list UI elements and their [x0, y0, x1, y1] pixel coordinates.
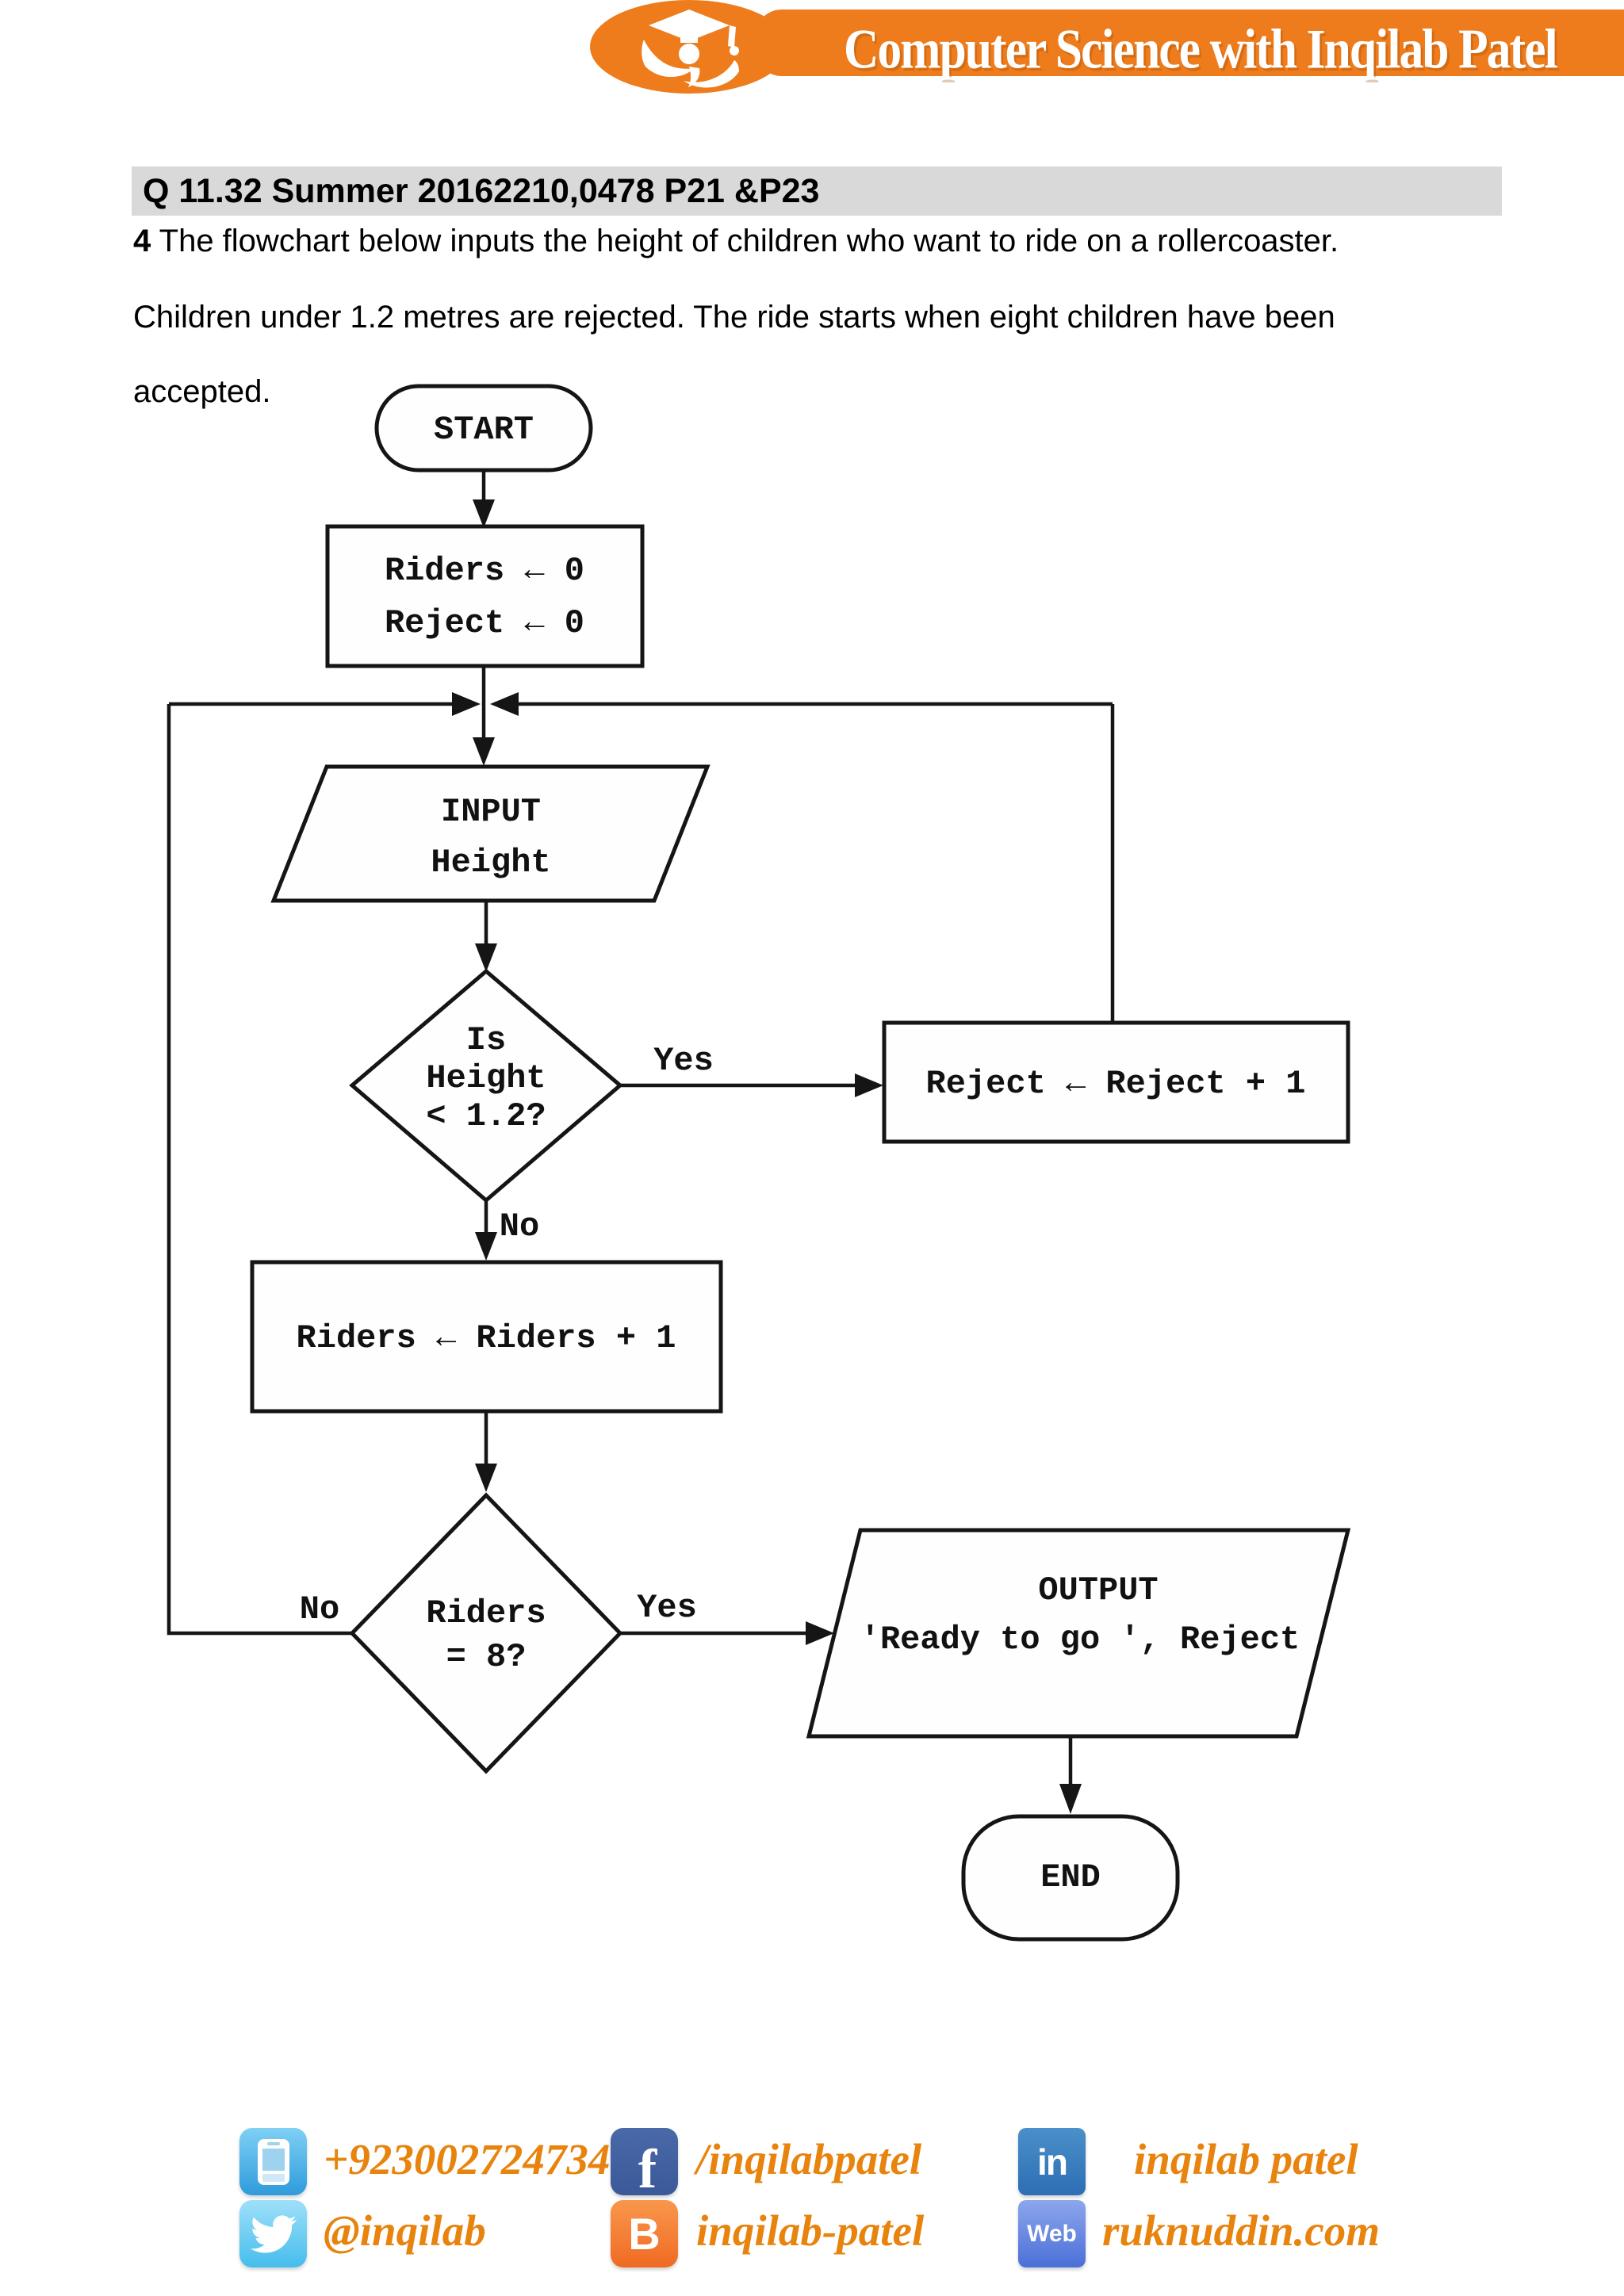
output-line-2: 'Ready to go ', Reject: [860, 1621, 1300, 1659]
decision2-yes-label: Yes: [637, 1589, 697, 1627]
arrowhead-into-reject: [855, 1073, 883, 1097]
arrowhead-into-decision2: [475, 1464, 497, 1492]
input-parallelogram: [270, 764, 710, 903]
decision2-no-label: No: [300, 1590, 339, 1628]
flowchart: START Riders ← 0 Reject ← 0 INPUT Height…: [167, 384, 1351, 1942]
input-line-1: INPUT: [441, 793, 541, 831]
question-heading: Q 11.32 Summer 20162210,0478 P21 &P23: [132, 166, 1502, 216]
init-line-1: Riders ← 0: [385, 552, 584, 590]
connector-no-loop: [167, 704, 352, 1636]
end-label: END: [1040, 1858, 1101, 1896]
end-node: [961, 1814, 1180, 1942]
arrowhead-into-output: [806, 1621, 834, 1645]
arrowhead-junction-right: [490, 692, 519, 716]
brand-title: Computer Science with Inqilab Patel: [844, 18, 1558, 81]
web-letters: Web: [1027, 2220, 1077, 2247]
twitter-bird-glyph: [250, 2214, 297, 2253]
arrowhead-into-riders: [475, 1232, 497, 1261]
decision-riders-diamond: [349, 1492, 623, 1774]
facebook-letter: f: [638, 2138, 657, 2200]
decision1-yes-label: Yes: [653, 1042, 714, 1080]
question-number: 4: [133, 224, 151, 258]
twitter-handle[interactable]: @inqilab: [324, 2206, 486, 2255]
reject-label: Reject ← Reject + 1: [926, 1065, 1306, 1103]
blogger-letter: B: [628, 2209, 661, 2259]
website-url[interactable]: ruknuddin.com: [1102, 2206, 1380, 2255]
decision2-line-1: Riders: [426, 1594, 546, 1632]
graduate-logo-icon: [642, 10, 739, 88]
blogger-handle[interactable]: inqilab-patel: [696, 2206, 925, 2255]
question-line-1: 4 The flowchart below inputs the height …: [133, 224, 1339, 259]
decision2-line-2: = 8?: [446, 1638, 527, 1676]
linkedin-letters: in: [1037, 2141, 1068, 2183]
mobile-phone-glyph: [257, 2138, 289, 2185]
decision1-line-1: Is: [466, 1021, 506, 1059]
header-banner: [755, 10, 1624, 76]
facebook-handle[interactable]: /inqilabpatel: [696, 2135, 922, 2183]
blogger-icon[interactable]: B: [611, 2200, 678, 2267]
phone-icon: [239, 2128, 307, 2195]
brand-logo-icon: [614, 5, 764, 89]
arrowhead-junction-left: [452, 692, 481, 716]
riders-label: Riders ← Riders + 1: [297, 1319, 676, 1357]
input-line-2: Height: [431, 844, 550, 882]
facebook-icon[interactable]: f: [611, 2128, 678, 2200]
question-line-3: accepted.: [133, 374, 271, 409]
start-node: [374, 384, 593, 473]
arrowhead-into-decision1: [475, 943, 497, 972]
linkedin-name[interactable]: inqilab patel: [1134, 2135, 1358, 2183]
phone-number: +923002724734: [324, 2135, 611, 2183]
output-parallelogram: [806, 1528, 1351, 1739]
question-line-1-text: The flowchart below inputs the height of…: [151, 224, 1339, 258]
output-line-1: OUTPUT: [1038, 1571, 1158, 1609]
reject-process-node: [882, 1020, 1350, 1144]
arrowhead-into-end: [1059, 1784, 1082, 1814]
twitter-icon[interactable]: [239, 2200, 307, 2267]
start-label: START: [434, 411, 534, 449]
arrowhead-into-input: [473, 737, 495, 766]
riders-process-node: [250, 1260, 723, 1414]
arrowhead-start-init: [473, 499, 495, 528]
init-line-2: Reject ← 0: [385, 604, 584, 642]
linkedin-icon[interactable]: in: [1018, 2128, 1086, 2195]
init-process-node: [325, 524, 645, 668]
question-line-2: Children under 1.2 metres are rejected. …: [133, 300, 1335, 335]
decision1-line-2: Height: [426, 1059, 546, 1097]
decision1-no-label: No: [500, 1207, 539, 1246]
web-icon[interactable]: Web: [1018, 2200, 1086, 2267]
decision1-line-3: < 1.2?: [426, 1097, 546, 1135]
decision-height-diamond: [349, 968, 623, 1203]
